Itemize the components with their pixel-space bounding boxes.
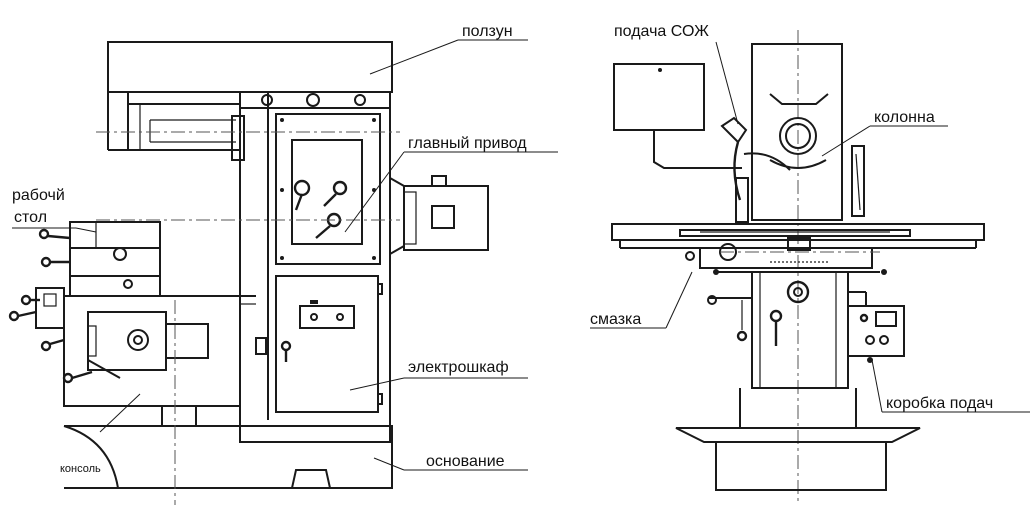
label-rabochy-stol-line2: стол <box>14 209 47 226</box>
side-view <box>8 41 489 505</box>
front-base <box>675 251 921 491</box>
saddle <box>699 243 887 275</box>
column <box>751 43 865 221</box>
label-smazka: смазка <box>590 311 641 328</box>
electric-cabinet <box>275 275 383 413</box>
label-korobka-podach: коробка подач <box>886 395 993 412</box>
label-podacha-sozh: подача СОЖ <box>614 23 709 40</box>
front-knee <box>707 271 849 389</box>
coolant-nozzle <box>720 116 791 223</box>
control-pendant <box>613 63 742 169</box>
front-table <box>611 223 985 251</box>
column-body <box>239 91 391 443</box>
knee <box>62 295 256 407</box>
label-polzun: ползун <box>462 23 513 40</box>
label-osnovanie: основание <box>426 453 505 470</box>
feed-gearbox <box>847 291 905 363</box>
motor <box>389 175 489 256</box>
label-konsol: консоль <box>60 463 101 475</box>
main-drive-panel <box>275 113 381 265</box>
work-table <box>8 221 161 352</box>
label-kolonna: колонна <box>874 109 935 126</box>
base <box>63 337 393 489</box>
leader-lines <box>12 39 1030 471</box>
front-view <box>611 30 985 505</box>
label-rabochy-stol-line1: рабочй <box>12 187 65 204</box>
labels: ползун главный привод рабочй стол электр… <box>12 23 993 475</box>
ram <box>107 41 393 161</box>
label-glavny-privod: главный привод <box>408 135 527 152</box>
label-elektroshkaf: электрошкаф <box>408 359 509 376</box>
